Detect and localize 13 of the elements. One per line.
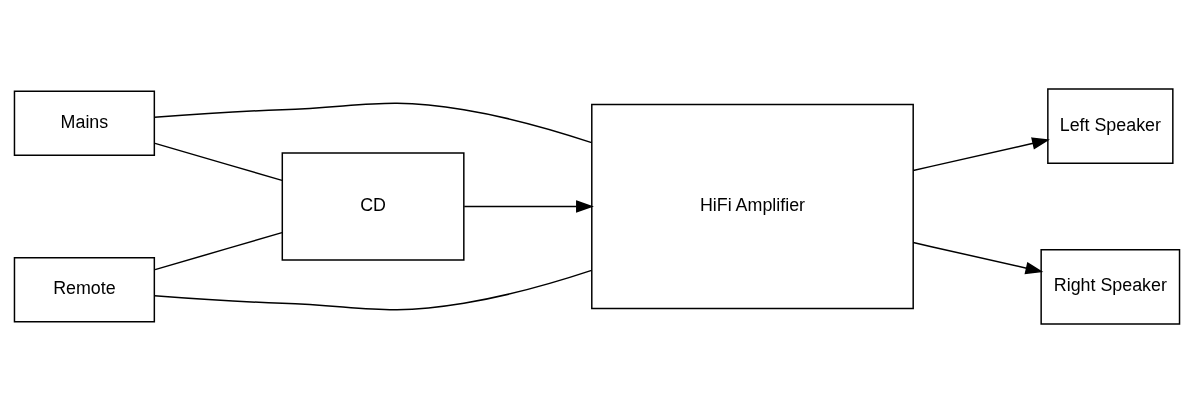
arrow <box>463 199 594 213</box>
arrow <box>912 241 1044 274</box>
node-box: Remote <box>13 256 156 323</box>
connector <box>153 269 593 310</box>
node-box: Left Speaker <box>1047 87 1174 164</box>
connector <box>153 102 593 143</box>
node-box: HiFi Amplifier <box>591 103 914 309</box>
node-box: CD <box>281 151 465 261</box>
connector <box>154 142 283 181</box>
connector <box>154 231 283 270</box>
node-box: Right Speaker <box>1040 248 1181 325</box>
node-box: Mains <box>13 89 156 156</box>
arrow <box>912 136 1050 171</box>
